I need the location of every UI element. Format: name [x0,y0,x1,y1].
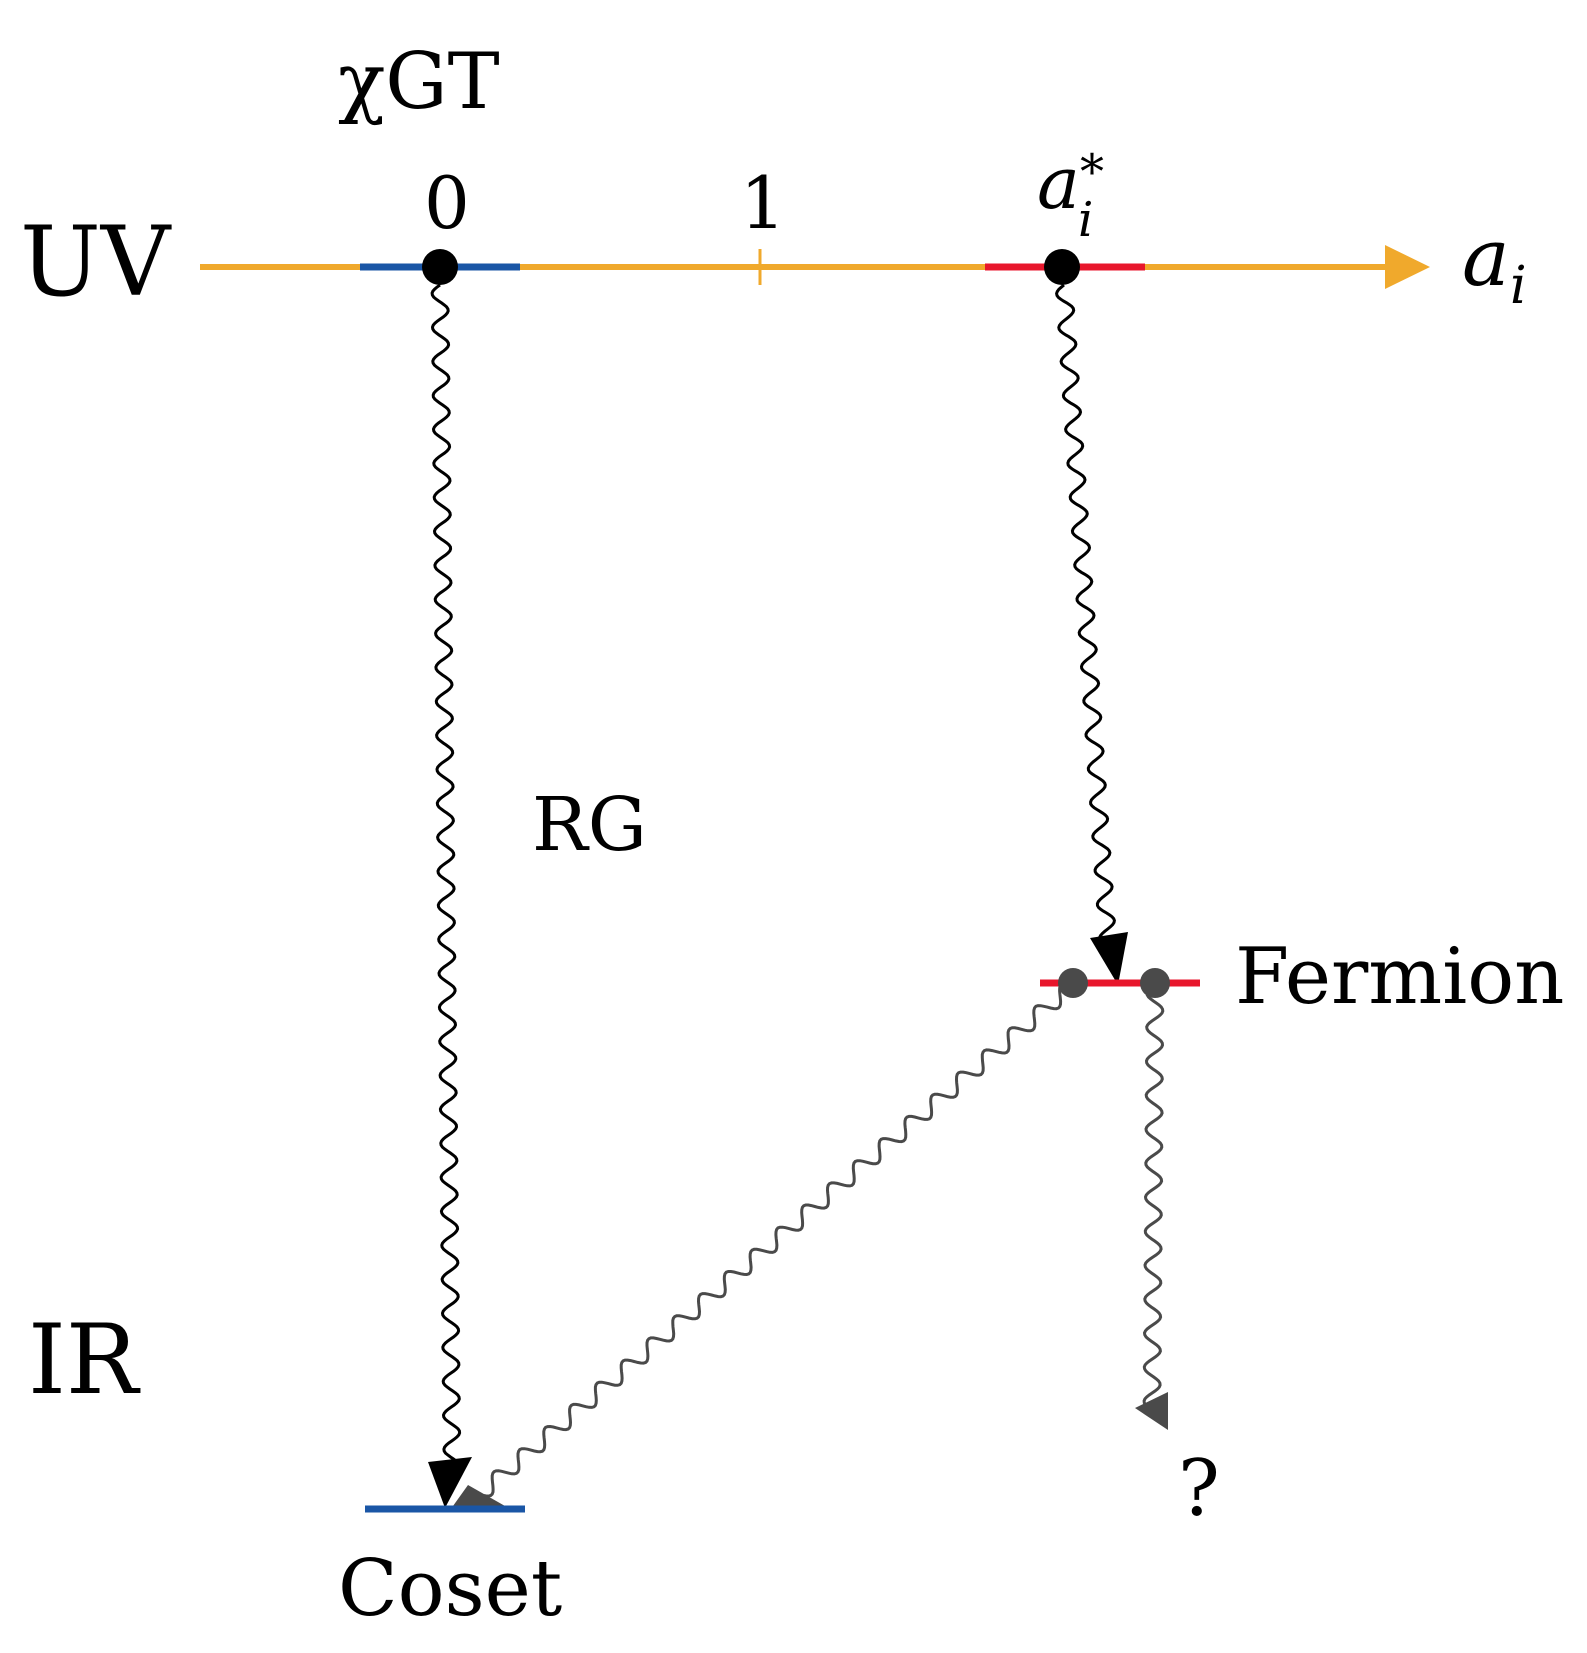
tick-zero-label: 0 [424,161,470,245]
axis-label-sub: i [1510,256,1527,316]
tick-one-label: 1 [740,161,786,245]
fermion-label: Fermion [1235,932,1564,1022]
rg-flow-fermion [1055,283,1116,947]
rg-label: RG [532,782,647,868]
rg-flow-fermion-to-coset [475,982,1074,1498]
arrowhead-coset [428,1457,472,1508]
ir-label: IR [28,1304,141,1416]
rg-flow-coset [430,283,462,1466]
tick-a-star-base: a [1037,141,1080,225]
uv-label: UV [20,206,172,318]
arrowhead-fermion [1090,932,1128,985]
rg-flow-fermion-to-unknown [1142,983,1165,1406]
point-zero [422,249,458,285]
point-a-star [1044,249,1080,285]
arrowhead-unknown [1135,1392,1168,1430]
coset-label: Coset [338,1544,562,1634]
arrowhead-diag [453,1485,505,1506]
chi-gt-label: χGT [338,37,500,127]
tick-a-star-label: a [1037,141,1080,225]
tick-a-star-sup: * [1080,144,1104,200]
axis-label-base: a [1462,211,1510,304]
point-fermion-left [1058,968,1088,998]
tick-a-star-sub: i [1078,192,1093,248]
unknown-label: ? [1178,1444,1220,1534]
point-fermion-right [1140,968,1170,998]
axis-arrowhead [1385,245,1430,289]
